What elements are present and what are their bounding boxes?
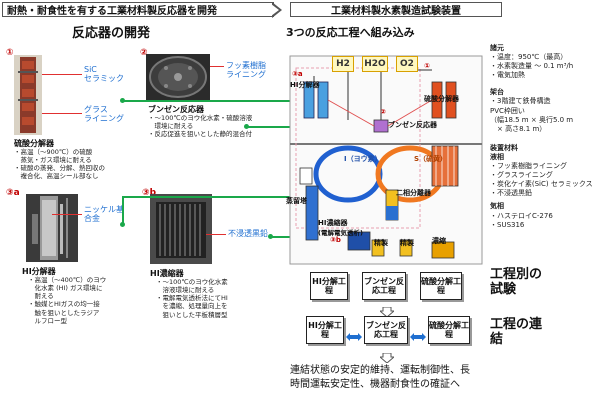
hi-concentrator-photo xyxy=(150,194,212,264)
impermeable-graphite-label: 不浸透黒鉛 xyxy=(228,229,268,238)
item1-description: ・高温（〜900℃）の硫酸 蒸気・ガス環境に耐える ・硫酸の蒸発、分解、熱回収の… xyxy=(14,148,105,181)
diagram-bunsen-reactor: ブンゼン反応器 xyxy=(388,121,437,129)
item1-number: ① xyxy=(6,48,14,58)
diagram-sulfuric-decomposer: 硫酸分解器 xyxy=(424,95,459,103)
item2-name: ブンゼン反応器 xyxy=(148,105,204,114)
conclusion-text: 連結状態の安定的維持、運転制御性、長 時間運転安定性、機器耐食性の確証へ xyxy=(290,365,470,390)
row2-bunsen-box: ブンゼン反応工程 xyxy=(364,316,408,344)
item1-name: 硫酸分解器 xyxy=(14,139,54,148)
diagram-concentration: 濃縮 xyxy=(432,237,446,245)
diagram-purify-2: 精製 xyxy=(400,239,414,247)
right-header: 工業材料製水素製造試験装置 xyxy=(290,2,502,17)
diagram-phase-separator: 二相分離器 xyxy=(396,189,431,197)
specifications-panel: 諸元 ・温度：950℃（最高）・水素製造量 〜 0.1 m³/h・電気加熱 架台… xyxy=(490,44,593,229)
row2-sulfuric-box: 硫酸分解工程 xyxy=(428,316,470,344)
diagram-hi-decomposer: HI分解器 xyxy=(290,81,320,89)
row2-hi-decomp-box: HI分解工程 xyxy=(306,316,344,344)
row1-label: 工程別の試験 xyxy=(490,267,543,297)
h2o-input-box: H2O xyxy=(362,56,388,72)
glass-lining-label: グラスライニング xyxy=(84,105,124,123)
item3b-name: HI濃縮器 xyxy=(150,269,184,278)
row1-hi-decomp-box: HI分解工程 xyxy=(310,272,348,300)
down-arrow-icon xyxy=(378,348,396,364)
left-right-arrow-icon xyxy=(410,326,426,341)
row1-sulfuric-box: 硫酸分解工程 xyxy=(420,272,462,300)
right-section-title: 3つの反応工程へ組み込み xyxy=(286,26,415,39)
nickel-alloy-label: ニッケル基合金 xyxy=(84,205,124,223)
o2-output-box: O2 xyxy=(396,56,418,72)
down-arrow-icon xyxy=(378,302,396,318)
item3a-description: ・高温（〜400℃）のヨウ 化水素 (HI) ガス環境に 耐える ・触媒とHIガ… xyxy=(28,276,107,325)
diagram-sulfur-cycle: S（硫黄） xyxy=(414,155,448,163)
diagram-distillation-column: 蒸留塔 xyxy=(286,197,307,205)
item3a-name: HI分解器 xyxy=(22,267,56,276)
h2-output-box: H2 xyxy=(332,56,354,72)
item3b-number: ③b xyxy=(142,188,157,198)
fluororesin-lining-label: フッ素樹脂ライニング xyxy=(226,61,266,79)
sulfuric-acid-decomposer-photo xyxy=(14,55,42,135)
item2-number: ② xyxy=(140,48,148,58)
item3b-description: ・〜100℃のヨウ化水素 溶液環境に耐える・電解電気透析法にてHI を濃縮、処理… xyxy=(156,278,228,319)
item3a-number: ③a xyxy=(6,188,20,198)
hi-decomposer-photo xyxy=(26,194,78,262)
row1-bunsen-box: ブンゼン反応工程 xyxy=(362,272,406,300)
process-diagram xyxy=(286,40,486,266)
left-right-arrow-icon xyxy=(346,326,362,341)
diagram-iodine-cycle: I（ヨウ素） xyxy=(344,155,382,163)
left-section-title: 反応器の開発 xyxy=(72,26,151,41)
connector-item3a xyxy=(122,196,318,198)
row2-label: 工程の連結 xyxy=(490,317,543,347)
connector-item1 xyxy=(122,100,388,102)
diagram-hi-concentrator: HI濃縮器 xyxy=(318,219,348,227)
item2-description: ・〜100℃のヨウ化水素・硫酸溶液 環境に耐える・反応促進を狙いとした静的混合付 xyxy=(148,114,253,139)
left-header: 耐熱・耐食性を有する工業材料製反応器を開発 xyxy=(2,2,274,17)
diagram-purify-1: 精製 xyxy=(374,239,388,247)
bunsen-reactor-photo xyxy=(146,54,210,100)
